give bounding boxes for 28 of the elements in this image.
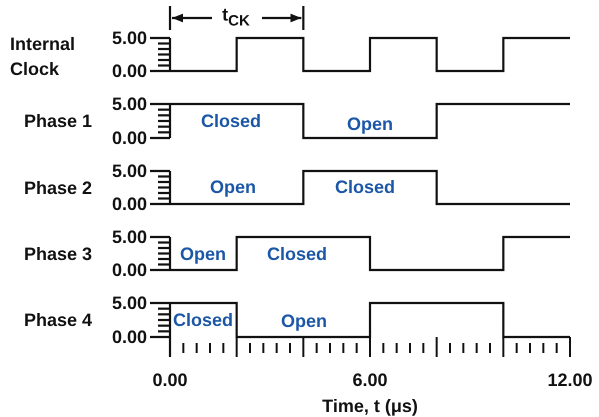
axis-value: 0.00 [112, 260, 147, 280]
axis-value: 5.00 [112, 161, 147, 181]
state-label: Open [281, 311, 327, 331]
state-label: Closed [335, 177, 395, 197]
axis-value: 5.00 [112, 94, 147, 114]
axis-value: 0.00 [112, 194, 147, 214]
axis-value: 0.00 [112, 128, 147, 148]
axis-title: Time, t (μs) [322, 396, 418, 416]
signal-name: Phase 1 [24, 111, 92, 131]
dimension-label: t$_{CK}$ [222, 4, 250, 32]
axis-value: 0.00 [112, 327, 147, 347]
axis-value: 12.00 [547, 370, 593, 390]
signal-name: Phase 4 [24, 310, 92, 330]
axis-value: 5.00 [112, 28, 147, 48]
axis-value: 5.00 [112, 227, 147, 247]
signal-name: Internal Clock [10, 33, 76, 81]
state-label: Open [180, 244, 226, 264]
axis-value: 6.00 [352, 370, 388, 390]
state-label: Closed [267, 244, 327, 264]
state-label: Open [347, 114, 393, 134]
state-label: Closed [173, 310, 233, 330]
state-label: Open [210, 177, 256, 197]
signal-name: Phase 2 [24, 178, 92, 198]
signal-name: Phase 3 [24, 244, 92, 264]
axis-value: 0.00 [112, 61, 147, 81]
state-label: Closed [201, 111, 261, 131]
axis-value: 0.00 [152, 370, 188, 390]
axis-value: 5.00 [112, 293, 147, 313]
